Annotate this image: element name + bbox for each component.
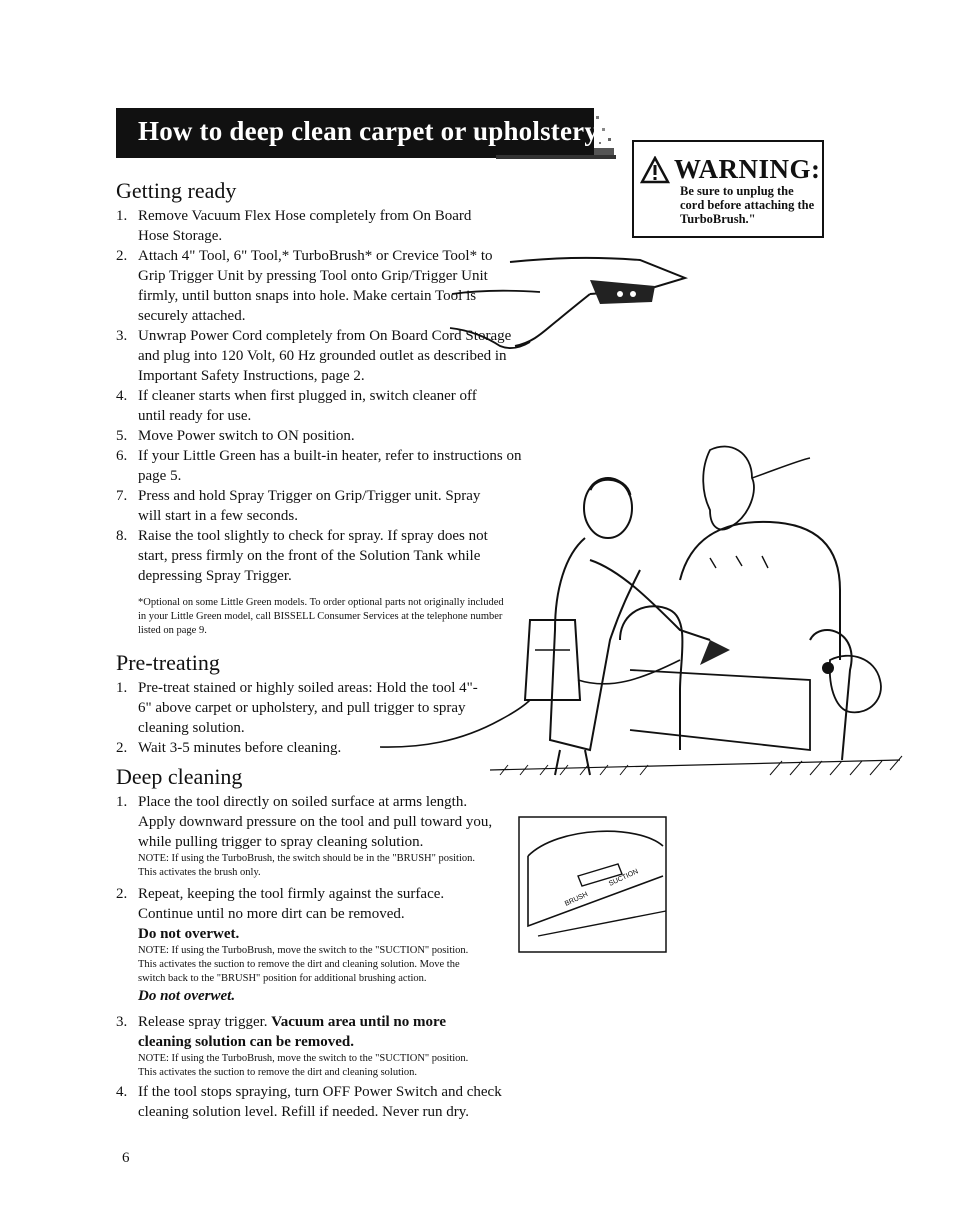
page-number: 6	[122, 1150, 130, 1166]
list-item: 5. Move Power switch to ON position.	[116, 428, 355, 444]
warning-triangle-icon	[640, 156, 670, 184]
list-item: 7. Press and hold Spray Trigger on Grip/…	[116, 488, 481, 524]
warning-text: Be sure to unplug the cord before attach…	[680, 184, 815, 226]
heading-getting-ready: Getting ready	[116, 178, 237, 203]
list-item: 4. If the tool stops spraying, turn OFF …	[116, 1084, 502, 1120]
hand-attaching-tool-illustration	[449, 256, 689, 349]
warning-title: WARNING:	[674, 154, 821, 184]
suction-label: SUCTION	[608, 868, 640, 888]
banner-speckle-decoration	[594, 116, 614, 158]
woman-cleaning-sofa-illustration	[380, 445, 903, 776]
banner-underline	[496, 155, 616, 159]
note-text: NOTE: If using the TurboBrush, move the …	[138, 945, 469, 984]
list-item: 2. Repeat, keeping the tool firmly again…	[116, 884, 483, 1006]
list-item: 1. Remove Vacuum Flex Hose completely fr…	[116, 208, 472, 244]
optional-parts-footnote: *Optional on some Little Green models. T…	[138, 597, 504, 636]
list-item: 8. Raise the tool slightly to check for …	[116, 528, 488, 584]
bold-italic-warning-text: Do not overwet.	[138, 988, 236, 1004]
list-item: 3. Release spray trigger. Vacuum area un…	[116, 1012, 488, 1080]
bold-warning-text: Do not overwet.	[138, 926, 240, 942]
note-text: NOTE: If using the TurboBrush, move the …	[138, 1053, 469, 1078]
list-item: 3. Unwrap Power Cord completely from On …	[116, 328, 512, 384]
page-title: How to deep clean carpet or upholstery	[138, 116, 599, 146]
deep-cleaning-list: 1. Place the tool directly on soiled sur…	[116, 792, 502, 1122]
list-item: 6. If your Little Green has a built-in h…	[116, 448, 522, 484]
list-item: 1. Place the tool directly on soiled sur…	[116, 794, 493, 878]
list-item: 4. If cleaner starts when first plugged …	[116, 388, 477, 424]
section-banner: How to deep clean carpet or upholstery	[116, 108, 598, 158]
list-item: 1. Pre-treat stained or highly soiled ar…	[116, 680, 478, 736]
list-item: 2. Attach 4" Tool, 6" Tool,* TurboBrush*…	[116, 248, 493, 324]
heading-pre-treating: Pre-treating	[116, 650, 220, 675]
pre-treating-list: 1. Pre-treat stained or highly soiled ar…	[116, 678, 486, 758]
getting-ready-list: 1. Remove Vacuum Flex Hose completely fr…	[116, 206, 521, 586]
note-text: NOTE: If using the TurboBrush, the switc…	[138, 853, 475, 878]
warning-box: WARNING: Be sure to unplug the cord befo…	[632, 140, 824, 238]
heading-deep-cleaning: Deep cleaning	[116, 764, 243, 789]
list-item: 2. Wait 3-5 minutes before cleaning.	[116, 740, 342, 756]
turbobrush-switch-diagram: BRUSH SUCTION	[518, 816, 667, 953]
